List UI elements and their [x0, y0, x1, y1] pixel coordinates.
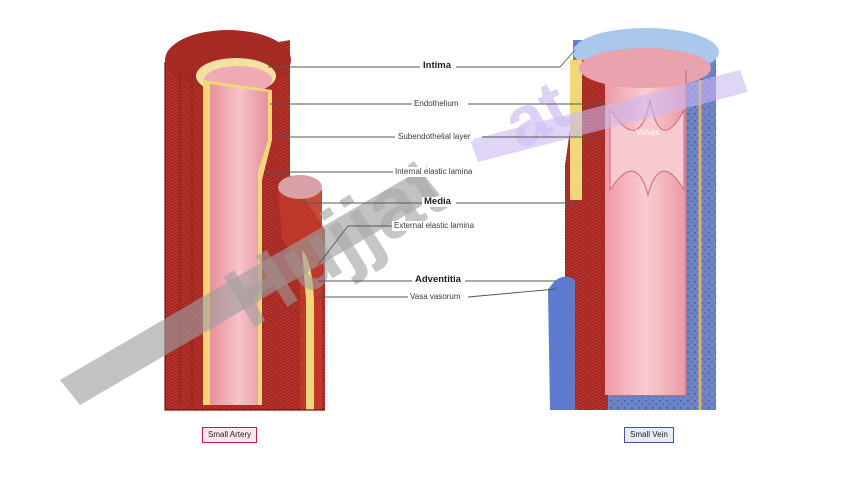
caption-small-vein: Small Vein [624, 427, 674, 443]
label-endothelium: Endothelium [412, 99, 461, 109]
label-valves: Valves [636, 128, 660, 137]
artery-cut-ring [278, 175, 322, 199]
label-external-elastic-lamina: External elastic lamina [392, 221, 477, 231]
label-intima: Intima [421, 60, 453, 71]
small-vein-illustration [548, 28, 719, 410]
label-adventitia: Adventitia [413, 274, 463, 285]
artery-external-lamina [302, 250, 314, 410]
artery-lumen [210, 84, 268, 405]
vein-lumen-opening [579, 48, 711, 88]
label-vasa-vasorum: Vasa vasorum [408, 292, 463, 302]
label-subendothelial-layer: Subendothelial layer [396, 132, 473, 142]
vein-cutaway [548, 276, 575, 410]
caption-small-artery: Small Artery [202, 427, 258, 443]
vein-valves [609, 99, 685, 197]
label-internal-elastic-lamina: Internal elastic lamina [393, 167, 475, 177]
leader-lines [265, 49, 606, 298]
label-media: Media [422, 196, 453, 207]
